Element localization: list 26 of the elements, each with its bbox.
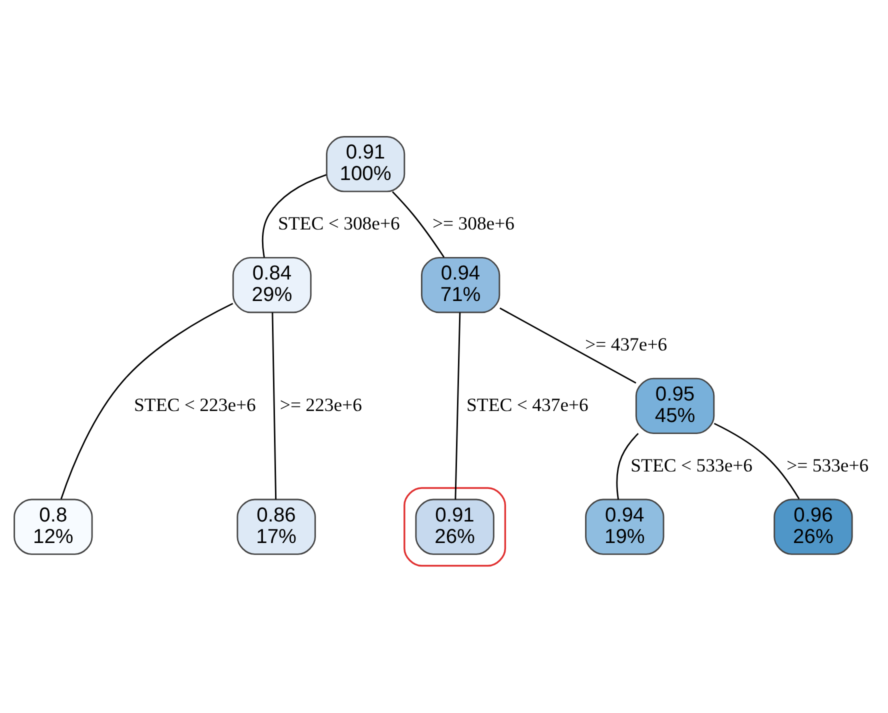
- connector: [60, 302, 234, 499]
- node-box: 0.84 29%: [232, 256, 312, 313]
- connector: [616, 432, 639, 500]
- node-box: 0.8 12%: [14, 498, 93, 554]
- connector: [500, 306, 636, 384]
- connector: [392, 190, 445, 258]
- connector: [272, 312, 277, 499]
- node-box: 0.91 100%: [326, 136, 406, 192]
- edge-label: STEC < 308e+6: [278, 212, 400, 234]
- node-box: 0.94 19%: [585, 498, 664, 554]
- edge-label: STEC < 533e+6: [630, 454, 753, 476]
- node-box: 0.91 26%: [415, 498, 494, 554]
- node-box: 0.95 45%: [635, 377, 715, 434]
- edge-label: >= 223e+6: [280, 394, 362, 416]
- edge-label: STEC < 223e+6: [134, 394, 256, 416]
- edge-label: STEC < 437e+6: [466, 394, 588, 416]
- node-box: 0.96 26%: [774, 498, 853, 554]
- connector: [454, 312, 461, 499]
- cluster: [404, 486, 506, 566]
- connector: [714, 422, 800, 499]
- connector: [262, 174, 326, 258]
- edge-label: >= 533e+6: [786, 454, 869, 476]
- node-box: 0.86 17%: [236, 498, 316, 554]
- edge-label: >= 308e+6: [432, 212, 515, 234]
- node-box: 0.94 71%: [420, 256, 500, 313]
- edge-label: >= 437e+6: [585, 334, 668, 355]
